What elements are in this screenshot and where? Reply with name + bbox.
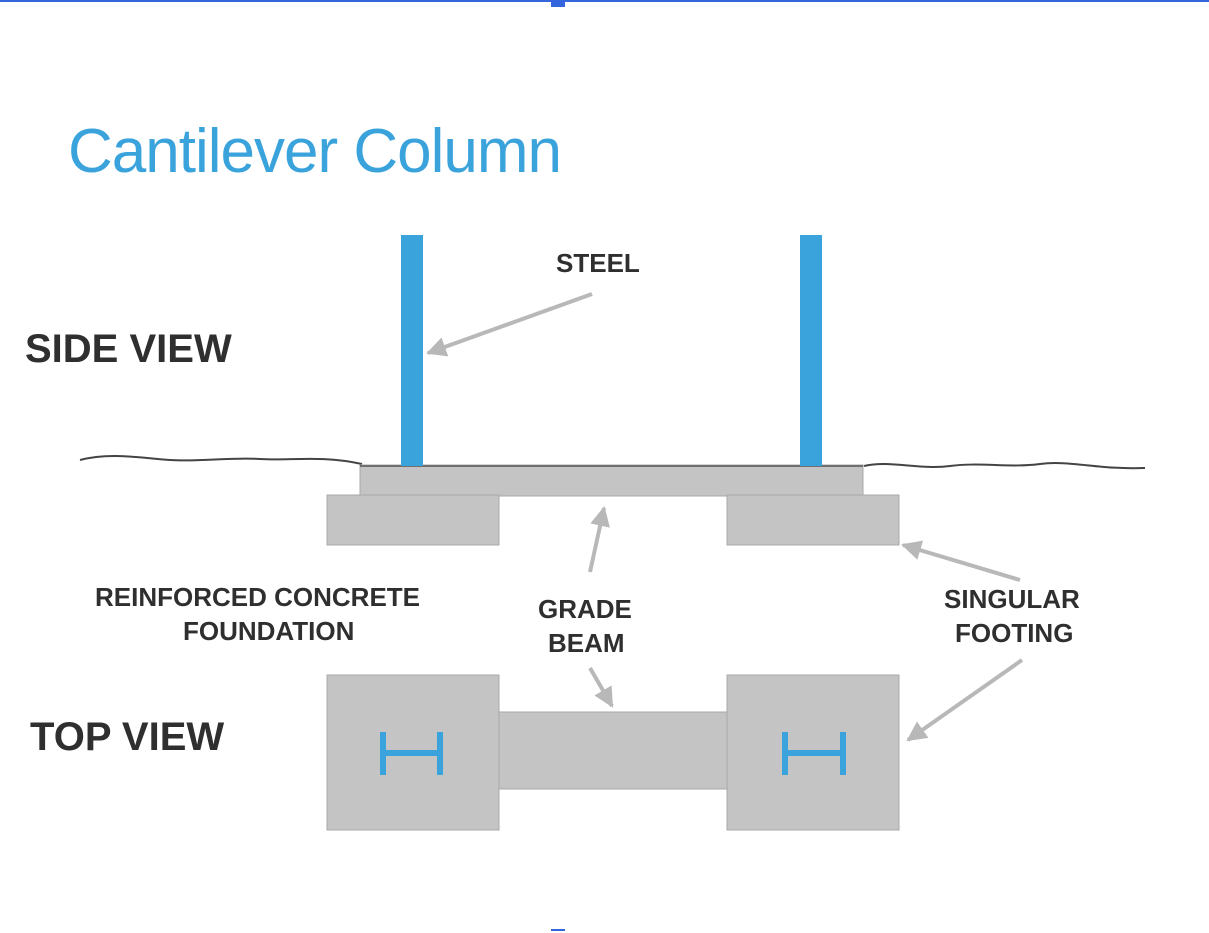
grade-beam-arrow-down <box>588 666 614 708</box>
side-footing-right <box>726 494 900 546</box>
footing-label-line1: SINGULAR <box>944 584 1080 614</box>
side-grade-beam <box>359 464 864 497</box>
h-column-icon-left <box>380 732 443 775</box>
top-view-label: TOP VIEW <box>30 715 224 759</box>
steel-column-right <box>800 235 822 466</box>
foundation-label-line1: REINFORCED CONCRETE <box>95 582 420 612</box>
grade-beam-label-line2: BEAM <box>548 628 625 658</box>
footing-label-line2: FOOTING <box>955 618 1073 648</box>
foundation-label-line2: FOUNDATION <box>183 616 354 646</box>
side-footing-left <box>326 494 500 546</box>
ground-line-right <box>863 462 1146 470</box>
top-frame-line <box>0 0 1209 2</box>
steel-column-left <box>401 235 423 466</box>
grade-beam-label-line1: GRADE <box>538 594 632 624</box>
side-view-label: SIDE VIEW <box>25 327 232 371</box>
diagram-title: Cantilever Column <box>68 117 561 186</box>
steel-label: STEEL <box>556 248 640 278</box>
top-frame-handle <box>551 0 565 7</box>
footing-arrow-top <box>906 658 1024 742</box>
ground-line-left <box>79 454 363 465</box>
footing-arrow-side <box>901 540 1021 582</box>
h-column-icon-right <box>782 732 846 775</box>
steel-arrow <box>426 292 593 357</box>
bottom-frame-handle <box>551 929 565 931</box>
grade-beam-arrow-up <box>588 506 610 573</box>
top-grade-beam <box>497 711 730 790</box>
